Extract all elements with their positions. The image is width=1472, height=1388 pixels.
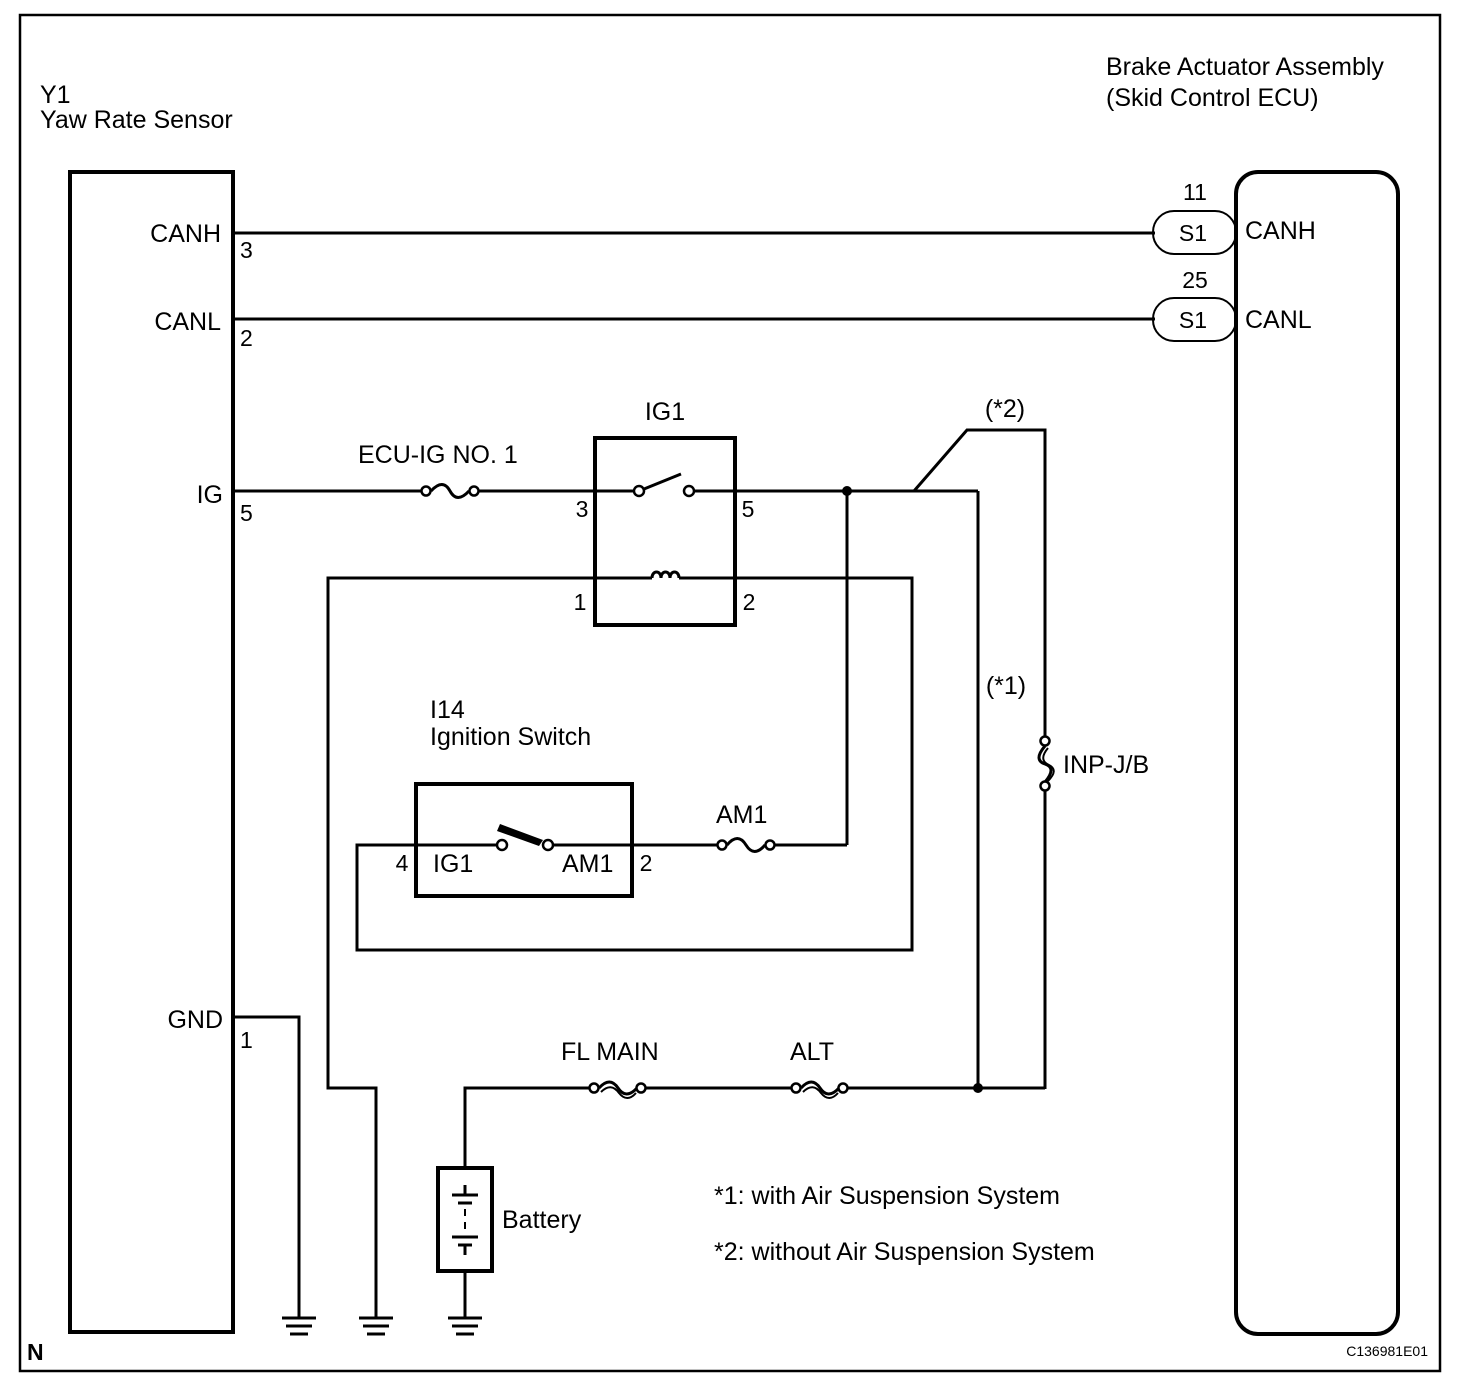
ignition-switch-terminal-ig1: IG1 bbox=[433, 850, 473, 878]
am1-fuse-label: AM1 bbox=[716, 801, 767, 829]
ignition-switch: I14 Ignition Switch IG1 AM1 4 2 bbox=[396, 696, 653, 898]
relay-coil-icon bbox=[650, 570, 681, 579]
ecu-ig-fuse-label: ECU-IG NO. 1 bbox=[358, 441, 518, 469]
corner-mark: N bbox=[27, 1339, 44, 1365]
brake-actuator-name: Brake Actuator Assembly bbox=[1106, 53, 1384, 81]
ecu-ig-fuse: ECU-IG NO. 1 bbox=[358, 441, 518, 499]
sensor-canh-pin: 3 bbox=[240, 237, 253, 263]
ecu-canh-pin: 11 bbox=[1183, 179, 1207, 205]
sensor-ig-label: IG bbox=[197, 481, 223, 509]
ig1-relay: IG1 3 5 1 2 bbox=[574, 398, 756, 627]
inp-jb-fuse: INP-J/B bbox=[1037, 735, 1149, 792]
ground-icon bbox=[282, 1316, 316, 1336]
ecu-canh-connector: S1 11 CANH bbox=[1152, 179, 1316, 255]
brake-actuator-subname: (Skid Control ECU) bbox=[1106, 84, 1319, 112]
ecu-canh-connector-code: S1 bbox=[1179, 220, 1207, 246]
ecu-canl-connector-code: S1 bbox=[1179, 307, 1207, 333]
ground-icon bbox=[448, 1316, 482, 1336]
relay-pin-5: 5 bbox=[742, 496, 755, 522]
switch-pin-2: 2 bbox=[640, 850, 653, 876]
note-variant-2: *2: without Air Suspension System bbox=[714, 1238, 1095, 1266]
yaw-sensor-code: Y1 bbox=[40, 81, 71, 109]
variant-1-label: (*1) bbox=[986, 672, 1026, 700]
battery: Battery bbox=[436, 1086, 590, 1318]
yaw-sensor-name: Yaw Rate Sensor bbox=[40, 106, 233, 134]
ecu-canl-label: CANL bbox=[1245, 306, 1312, 334]
relay-pin-1: 1 bbox=[574, 589, 587, 615]
ignition-switch-code: I14 bbox=[430, 696, 465, 724]
ground-icon bbox=[359, 1316, 393, 1336]
yaw-rate-sensor: Y1 Yaw Rate Sensor bbox=[40, 81, 235, 1334]
fl-main-fuse: FL MAIN bbox=[561, 1038, 659, 1099]
ecu-canl-connector: S1 25 CANL bbox=[1152, 267, 1312, 342]
brake-actuator-assembly: Brake Actuator Assembly (Skid Control EC… bbox=[1106, 53, 1400, 1336]
relay-pin-3: 3 bbox=[576, 496, 589, 522]
ignition-switch-terminal-am1: AM1 bbox=[562, 850, 613, 878]
alt-fuse: ALT bbox=[790, 1038, 849, 1099]
fl-main-fuse-label: FL MAIN bbox=[561, 1038, 659, 1066]
ig1-relay-label: IG1 bbox=[645, 398, 685, 426]
sensor-gnd-label: GND bbox=[167, 1006, 223, 1034]
relay-pin-2: 2 bbox=[743, 589, 756, 615]
am1-fuse: AM1 bbox=[716, 801, 776, 853]
alt-fuse-label: ALT bbox=[790, 1038, 834, 1066]
sensor-canl-pin: 2 bbox=[240, 325, 253, 351]
battery-label: Battery bbox=[502, 1206, 582, 1234]
ecu-canh-label: CANH bbox=[1245, 217, 1316, 245]
note-variant-1: *1: with Air Suspension System bbox=[714, 1182, 1060, 1210]
sensor-canh-label: CANH bbox=[150, 220, 221, 248]
figure-code: C136981E01 bbox=[1346, 1343, 1428, 1359]
sensor-ig-pin: 5 bbox=[240, 500, 253, 526]
inp-jb-fuse-label: INP-J/B bbox=[1063, 751, 1149, 779]
sensor-canl-label: CANL bbox=[154, 308, 221, 336]
variant-2-label: (*2) bbox=[985, 395, 1025, 423]
ignition-switch-name: Ignition Switch bbox=[430, 723, 591, 751]
ecu-canl-pin: 25 bbox=[1182, 267, 1208, 293]
diagram-frame bbox=[18, 13, 1442, 1373]
switch-pin-4: 4 bbox=[396, 850, 409, 876]
sensor-gnd-pin: 1 bbox=[240, 1027, 253, 1053]
junction-dot bbox=[973, 1083, 983, 1093]
ignition-switch-lever-icon bbox=[497, 824, 543, 846]
